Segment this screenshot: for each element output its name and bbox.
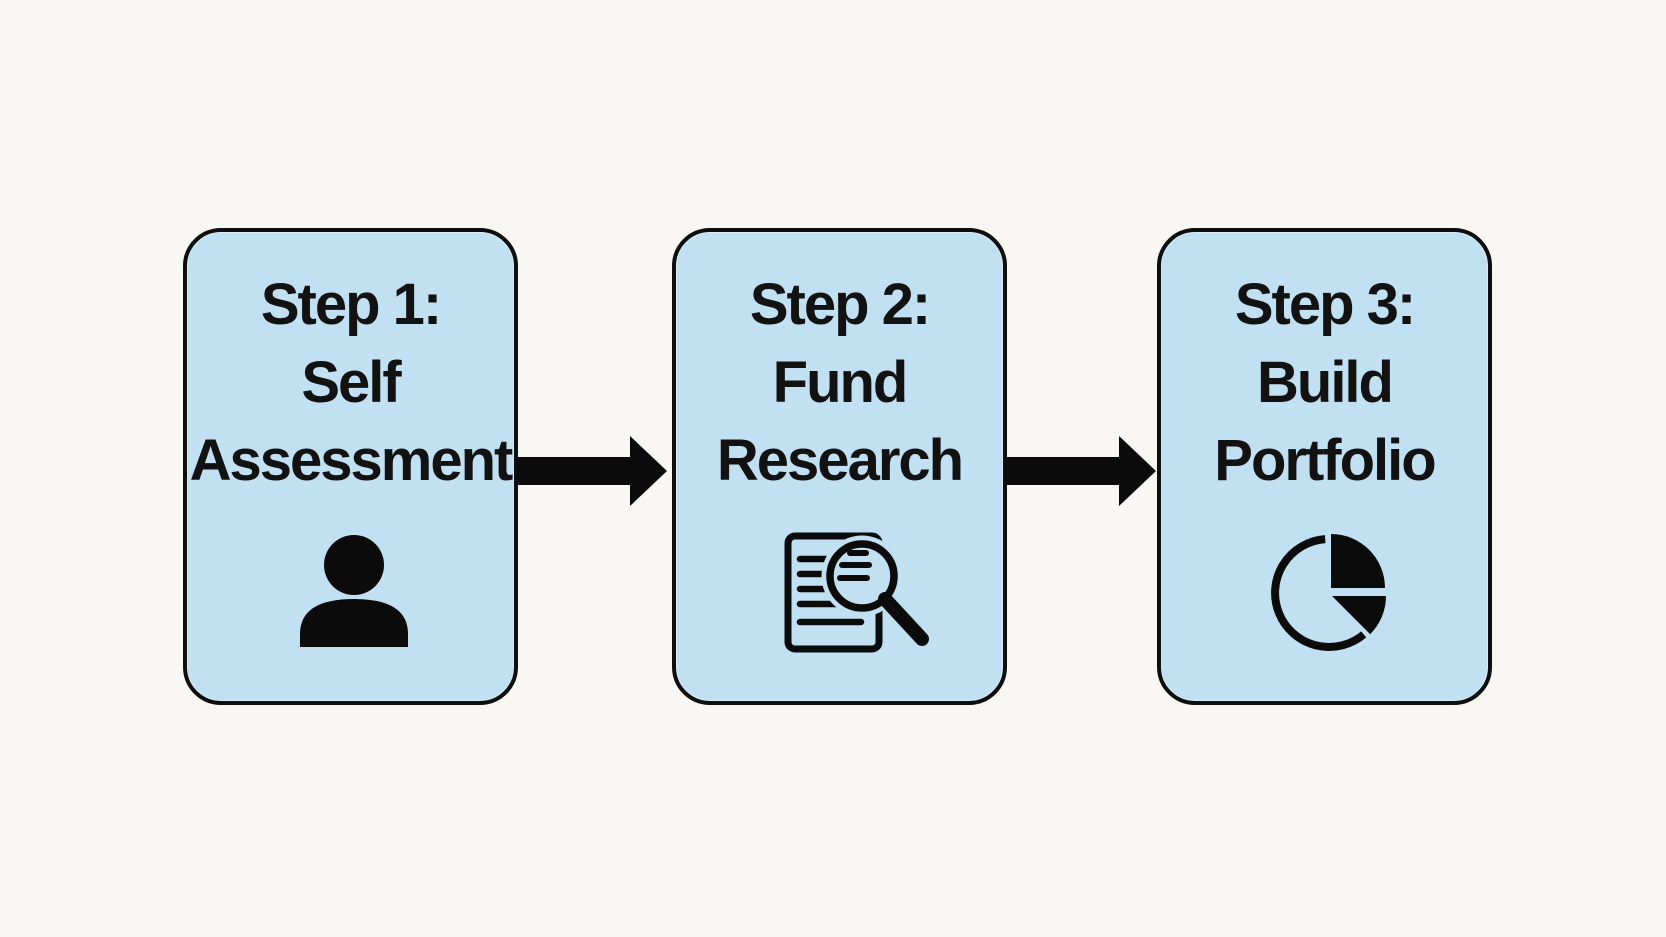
step-3-label: Step 3: Build Portfolio bbox=[1161, 266, 1488, 500]
step-2-box: Step 2: Fund Research bbox=[672, 228, 1007, 705]
step-1-line-3: Assessment bbox=[189, 428, 514, 493]
step-2-line-1: Step 2: bbox=[749, 272, 931, 337]
step-3-line-3: Portfolio bbox=[1214, 428, 1436, 493]
step-3-line-2: Build bbox=[1257, 350, 1394, 415]
step-2-line-3: Research bbox=[716, 428, 964, 493]
document-search-icon bbox=[782, 532, 947, 662]
step-2-line-2: Fund bbox=[772, 350, 909, 415]
arrow-right-icon bbox=[1006, 436, 1156, 506]
step-1-box: Step 1: Self Assessment bbox=[183, 228, 518, 705]
step-3-box: Step 3: Build Portfolio bbox=[1157, 228, 1492, 705]
step-1-line-2: Self bbox=[301, 350, 401, 415]
step-1-label: Step 1: Self Assessment bbox=[187, 266, 514, 500]
step-3-line-1: Step 3: bbox=[1234, 272, 1416, 337]
step-2-label: Step 2: Fund Research bbox=[676, 266, 1003, 500]
step-1-line-1: Step 1: bbox=[260, 272, 442, 337]
pie-chart-icon bbox=[1269, 533, 1394, 658]
person-icon bbox=[299, 532, 409, 647]
arrow-right-icon bbox=[517, 436, 667, 506]
